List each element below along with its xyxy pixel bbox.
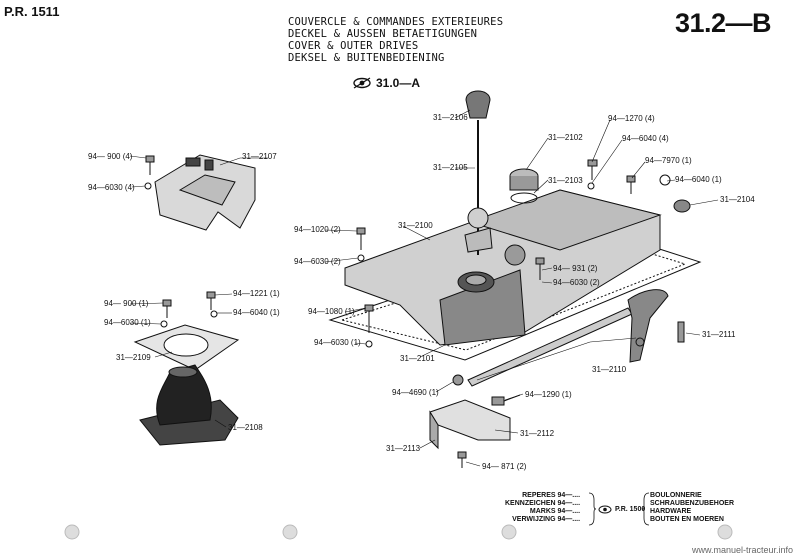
label-94-6030-4: 94—6030 (4) xyxy=(88,183,135,192)
label-94-7970: 94—7970 (1) xyxy=(645,156,692,165)
title-line-de: DECKEL & AUSSEN BETAETIGUNGEN xyxy=(288,28,478,40)
label-31-2101: 31—2101 xyxy=(400,354,435,363)
legend-hardware: BOULONNERIE SCHRAUBENZUBEHOER HARDWARE B… xyxy=(650,492,734,524)
label-94-1020: 94—1020 (2) xyxy=(294,225,341,234)
site-watermark[interactable]: www.manuel-tracteur.info xyxy=(691,545,793,555)
title-line-fr: COUVERCLE & COMMANDES EXTERIEURES xyxy=(288,16,504,28)
label-94-1221: 94—1221 (1) xyxy=(233,289,280,298)
label-31-2107: 31—2107 xyxy=(242,152,277,161)
label-31-2112: 31—2112 xyxy=(520,429,555,438)
label-94-4690: 94—4690 (1) xyxy=(392,388,439,397)
part-boot-31-2108 xyxy=(139,364,239,446)
label-31-2106: 31—2106 xyxy=(433,113,468,122)
label-94-6030-1b: 94—6030 (1) xyxy=(314,338,361,347)
label-31-2110: 31—2110 xyxy=(592,365,627,374)
label-94-1080: 94—1080 (1) xyxy=(308,307,355,316)
see-reference[interactable]: 31.0—A xyxy=(352,76,420,90)
legend-hardware-de: SCHRAUBENZUBEHOER xyxy=(650,500,735,507)
label-31-2111: 31—2111 xyxy=(702,330,736,339)
legend-marks-fr: REPERES 94—.... xyxy=(522,492,581,499)
title-line-en: COVER & OUTER DRIVES xyxy=(288,40,419,52)
legend-hardware-nl: BOUTEN EN MOEREN xyxy=(650,516,724,523)
label-94-6040-1: 94—6040 (1) xyxy=(675,175,722,184)
see-reference-code: 31.0—A xyxy=(376,76,421,90)
title-line-nl: DEKSEL & BUITENBEDIENING xyxy=(288,52,445,64)
legend-brace-left xyxy=(588,492,596,526)
legend-brace-right xyxy=(642,492,650,526)
part-cover-31-2107 xyxy=(154,154,256,231)
legend-hardware-ref[interactable]: P.R. 1500 xyxy=(598,505,645,514)
page-number: 31.2—B xyxy=(674,8,772,38)
label-31-2113: 31—2113 xyxy=(386,444,421,453)
legend-hardware-en: HARDWARE xyxy=(650,508,692,515)
part-bolts-left-mid xyxy=(160,291,218,328)
label-31-2103: 31—2103 xyxy=(548,176,583,185)
label-31-2105: 31—2105 xyxy=(433,163,468,172)
part-housing-31-2100 xyxy=(344,189,662,346)
label-94-6040-4: 94—6040 (4) xyxy=(622,134,669,143)
label-94-6030-1: 94—6030 (1) xyxy=(104,318,151,327)
part-knob-31-2106 xyxy=(465,90,491,119)
part-shaft-31-2110 xyxy=(467,289,685,387)
label-31-2109: 31—2109 xyxy=(116,353,151,362)
legend-hardware-fr: BOULONNERIE xyxy=(650,492,702,499)
legend-marks-de: KENNZEICHEN 94—.... xyxy=(505,500,581,507)
label-94-871: 94— 871 (2) xyxy=(482,462,527,471)
label-94-6030-2: 94—6030 (2) xyxy=(294,257,341,266)
part-bracket-31-2112 xyxy=(429,399,511,450)
label-94-6030-2b: 94—6030 (2) xyxy=(553,278,600,287)
binder-holes xyxy=(64,524,733,540)
title-block: COUVERCLE & COMMANDES EXTERIEURES DECKEL… xyxy=(288,16,503,64)
part-gasket-31-2109 xyxy=(133,324,240,371)
pr-code: P.R. 1511 xyxy=(4,4,60,19)
label-31-2108: 31—2108 xyxy=(228,423,263,432)
label-31-2104: 31—2104 xyxy=(720,195,755,204)
eye-icon xyxy=(353,77,371,89)
legend-marks-en: MARKS 94—.... xyxy=(529,508,581,515)
part-nut-94-4690 xyxy=(452,374,464,386)
label-31-2100: 31—2100 xyxy=(398,221,433,230)
label-94-6040-1b: 94—6040 (1) xyxy=(233,308,280,317)
legend-hardware-code: P.R. 1500 xyxy=(615,506,646,513)
legend-marks: REPERES 94—.... KENNZEICHEN 94—.... MARK… xyxy=(505,492,580,524)
part-screw-94-871 xyxy=(457,451,467,468)
leader-lines xyxy=(129,109,719,467)
label-94-931: 94— 931 (2) xyxy=(553,264,598,273)
part-bolts-housing-left xyxy=(356,227,545,348)
part-lever-31-2105 xyxy=(464,120,493,255)
part-bolts-right-top xyxy=(587,159,691,213)
part-bolt-94-900-top xyxy=(144,155,155,190)
legend-marks-nl: VERWIJZING 94—.... xyxy=(512,516,581,523)
label-94-1290: 94—1290 (1) xyxy=(525,390,572,399)
part-cap-31-2102 xyxy=(509,168,539,204)
eye-icon xyxy=(598,505,612,514)
label-94-900-1: 94— 900 (1) xyxy=(104,299,149,308)
label-31-2102: 31—2102 xyxy=(548,133,583,142)
label-94-900-4: 94— 900 (4) xyxy=(88,152,133,161)
label-94-1270: 94—1270 (4) xyxy=(608,114,655,123)
